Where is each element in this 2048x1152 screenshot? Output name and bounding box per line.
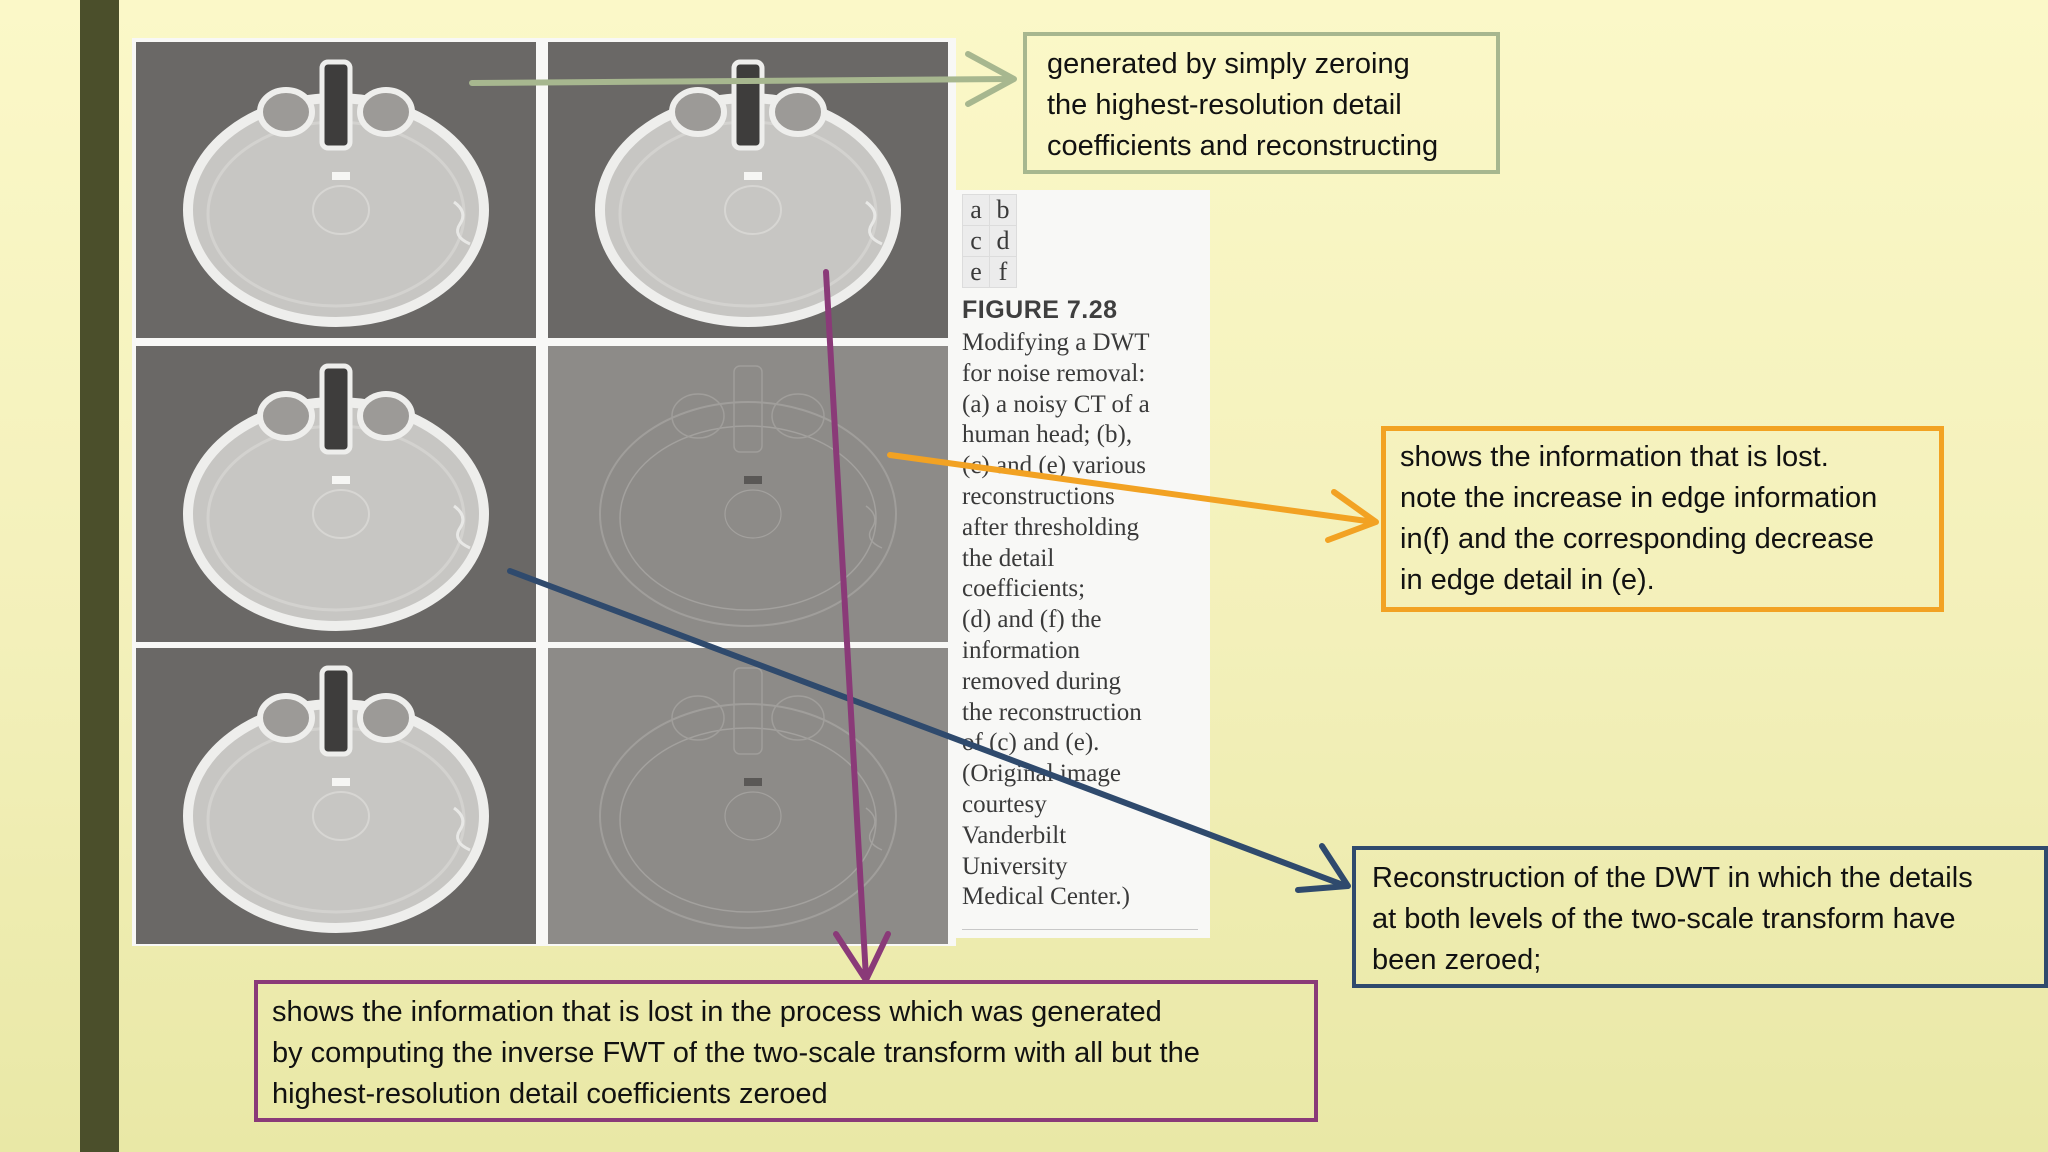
figure-caption-text: Modifying a DWT for noise removal: (a) a n… <box>962 328 1206 913</box>
caption-line: reconstructions <box>962 482 1115 510</box>
caption-line: Medical Center.) <box>962 883 1130 911</box>
panel-label-key: a b c d e f <box>962 194 1017 288</box>
callout-inverse-fwt: shows the information that is lost in th… <box>254 980 1318 1122</box>
caption-line: (Original image <box>962 760 1121 788</box>
caption-line: after thresholding <box>962 513 1140 541</box>
panel-b-reconstruction <box>548 42 948 338</box>
caption-line: courtesy <box>962 790 1047 818</box>
ct-slice-image <box>183 665 489 933</box>
caption-line: for noise removal: <box>962 359 1146 387</box>
caption-line: (d) and (f) the <box>962 606 1102 634</box>
caption-line: information <box>962 636 1081 664</box>
panel-e-reconstruction <box>136 648 536 944</box>
caption-divider <box>962 929 1198 930</box>
caption-line: Vanderbilt <box>962 821 1067 849</box>
figure-title: FIGURE 7.28 <box>962 296 1118 324</box>
panel-d-removed-information <box>548 346 948 642</box>
callout-zeroing-highest-resolution: generated by simply zeroing the highest-… <box>1023 32 1500 174</box>
caption-line: coefficients; <box>962 575 1086 603</box>
caption-line: Modifying a DWT <box>962 329 1150 356</box>
ct-slice-image <box>183 363 489 631</box>
caption-line: of (c) and (e). <box>962 729 1100 757</box>
caption-line: removed during <box>962 667 1121 695</box>
panel-c-reconstruction <box>136 346 536 642</box>
callout-information-lost: shows the information that is lost. note… <box>1381 426 1944 612</box>
panel-label: a <box>962 194 990 226</box>
caption-line: (a) a noisy CT of a <box>962 390 1150 418</box>
callout-two-scale-reconstruction: Reconstruction of the DWT in which the d… <box>1352 846 2048 988</box>
caption-line: human head; (b), <box>962 421 1133 449</box>
figure-caption: a b c d e f FIGURE 7.28 Modifying a DWT f… <box>956 190 1210 938</box>
panel-label: d <box>989 225 1017 257</box>
panel-label: b <box>989 194 1017 226</box>
ct-slice-image <box>599 667 897 929</box>
panel-label: f <box>989 256 1017 288</box>
panel-label: c <box>962 225 990 257</box>
ct-slice-image <box>599 365 897 627</box>
ct-slice-image <box>595 59 901 327</box>
caption-line: (c) and (e) various <box>962 452 1146 480</box>
panel-f-removed-information <box>548 648 948 944</box>
caption-line: the detail <box>962 544 1055 572</box>
figure-image-grid <box>132 38 956 946</box>
ct-slice-image <box>183 59 489 327</box>
panel-a-noisy-ct <box>136 42 536 338</box>
panel-label: e <box>962 256 990 288</box>
slide-accent-bar <box>80 0 119 1152</box>
caption-line: University <box>962 852 1068 880</box>
caption-line: the reconstruction <box>962 698 1142 726</box>
